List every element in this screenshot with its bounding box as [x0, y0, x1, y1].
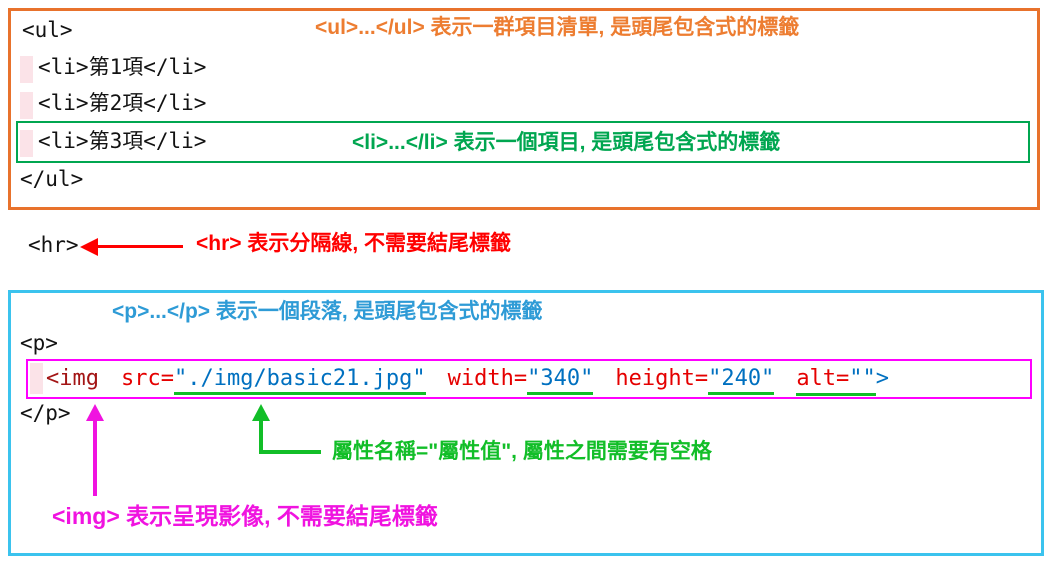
- img-attr-height: height="240": [615, 366, 775, 395]
- img-attr-alt: alt="": [796, 366, 876, 397]
- code-li-3: <li>第3項</li>: [38, 129, 207, 153]
- code-p-close: </p>: [20, 401, 71, 425]
- img-annotation: <img> 表示呈現影像, 不需要結尾標籤: [52, 503, 438, 529]
- img-open-tag: <img: [46, 366, 99, 391]
- ul-code-box: [8, 8, 1040, 210]
- indent-highlight: [30, 363, 43, 394]
- code-ul-open: <ul>: [22, 18, 73, 42]
- indent-highlight: [20, 56, 33, 83]
- img-attr-src: src="./img/basic21.jpg": [121, 366, 426, 395]
- li-annotation: <li>...</li> 表示一個項目, 是頭尾包含式的標籤: [352, 131, 781, 154]
- img-attr-width: width="340": [448, 366, 594, 395]
- img-close-bracket: >: [875, 366, 890, 391]
- img-arrow-head-icon: [86, 404, 104, 421]
- attr-arrow-line-vertical: [259, 421, 263, 454]
- code-li-1: <li>第1項</li>: [38, 55, 207, 79]
- code-p-open: <p>: [20, 331, 58, 355]
- code-hr: <hr>: [28, 233, 79, 257]
- code-li-2: <li>第2項</li>: [38, 91, 207, 115]
- code-img-line: <img src="./img/basic21.jpg" width="340"…: [46, 366, 890, 397]
- li-highlight-frame: [16, 121, 1030, 163]
- code-ul-close: </ul>: [20, 167, 84, 191]
- indent-highlight: [20, 130, 33, 157]
- attr-annotation: 屬性名稱="屬性值", 屬性之間需要有空格: [332, 440, 712, 463]
- hr-annotation: <hr> 表示分隔線, 不需要結尾標籤: [196, 232, 512, 255]
- attr-arrow-head-icon: [252, 404, 270, 421]
- hr-arrow-line: [97, 245, 183, 248]
- img-arrow-line: [93, 421, 97, 496]
- img-highlight-frame: [26, 359, 1032, 399]
- ul-annotation: <ul>...</ul> 表示一群項目清單, 是頭尾包含式的標籤: [315, 16, 800, 39]
- indent-highlight: [20, 92, 33, 119]
- attr-arrow-line-horizontal: [259, 450, 321, 454]
- hr-arrow-head-icon: [80, 238, 98, 256]
- p-code-box: [8, 290, 1044, 556]
- p-annotation: <p>...</p> 表示一個段落, 是頭尾包含式的標籤: [112, 300, 543, 323]
